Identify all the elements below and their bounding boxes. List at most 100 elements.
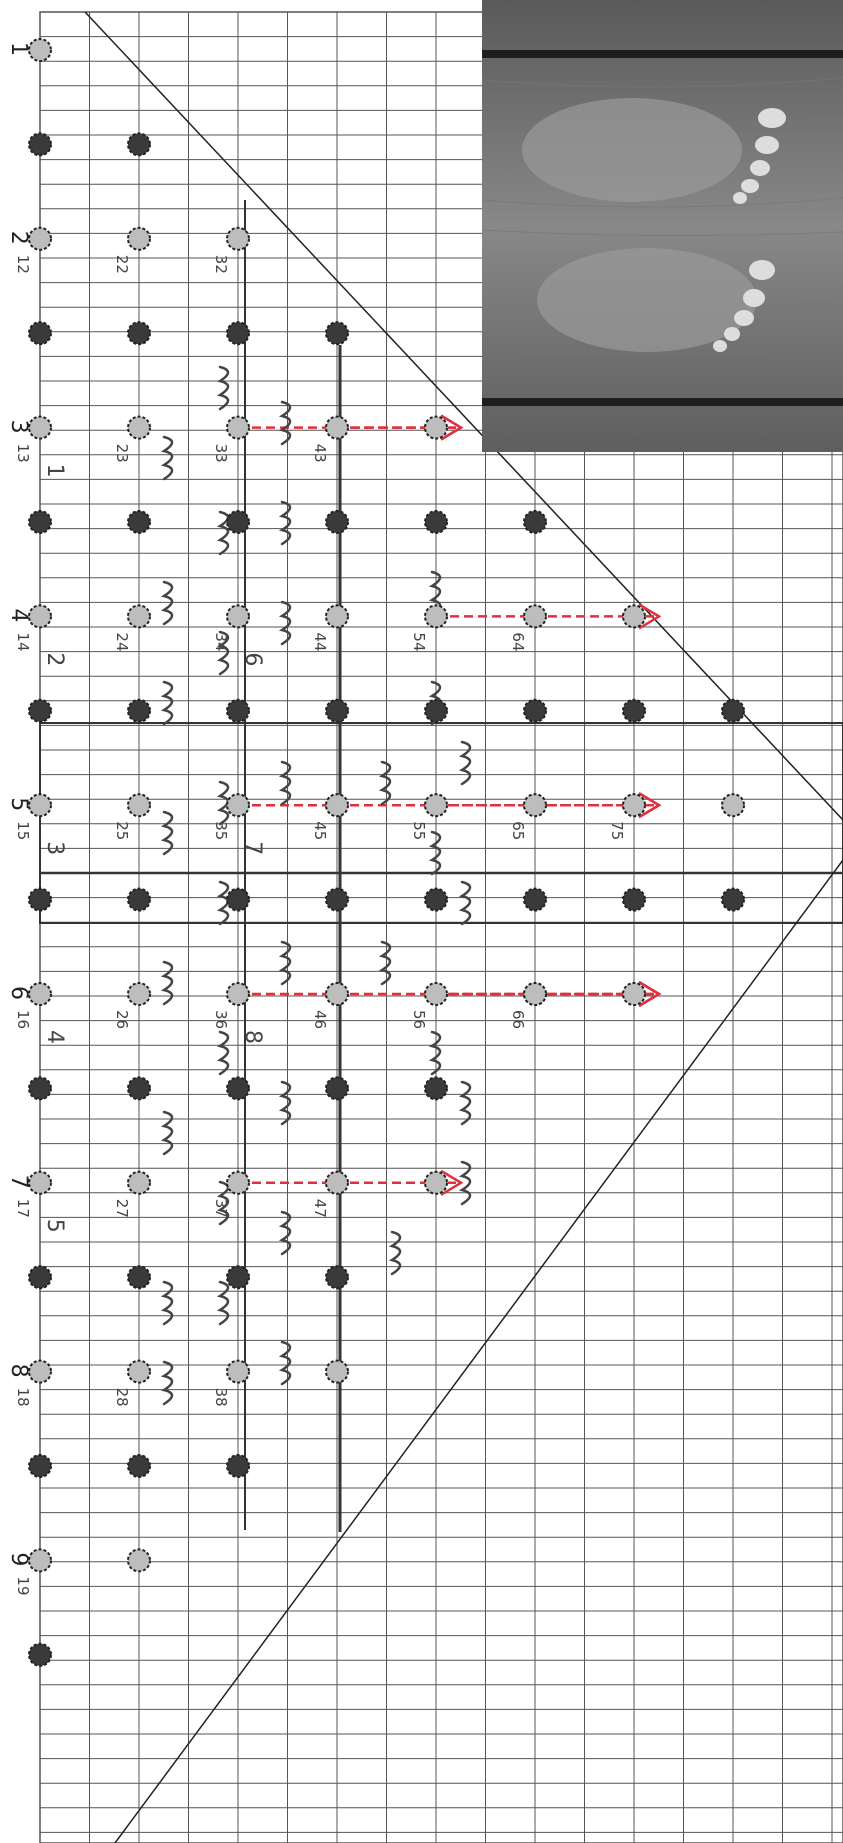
handwritten-label: 55 bbox=[410, 821, 428, 840]
grid-dot bbox=[326, 700, 348, 722]
grid-dot bbox=[128, 511, 150, 533]
grid-dot bbox=[29, 1172, 51, 1194]
pencil-squiggle bbox=[282, 1212, 290, 1254]
pencil-squiggle bbox=[220, 367, 228, 409]
grid-dot bbox=[227, 1361, 249, 1383]
grid-dot bbox=[29, 700, 51, 722]
grid-dot bbox=[128, 1077, 150, 1099]
grid-dot bbox=[227, 417, 249, 439]
handwritten-label: 35 bbox=[212, 821, 230, 840]
grid-dot bbox=[227, 889, 249, 911]
pencil-squiggle bbox=[164, 1362, 172, 1404]
grid-dot bbox=[227, 1455, 249, 1477]
handwritten-label: 17 bbox=[14, 1199, 32, 1218]
grid-dot bbox=[128, 1549, 150, 1571]
pencil-squiggle bbox=[282, 1082, 290, 1124]
pencil-squiggle bbox=[462, 742, 470, 784]
red-arrows bbox=[238, 416, 659, 1195]
grid-dot bbox=[425, 983, 447, 1005]
grid-dot bbox=[29, 1077, 51, 1099]
grid-dot bbox=[326, 983, 348, 1005]
grid-dot bbox=[29, 1644, 51, 1666]
grid-dot bbox=[425, 417, 447, 439]
grid-dot bbox=[524, 511, 546, 533]
grid-dot bbox=[326, 605, 348, 627]
handwritten-label: 16 bbox=[14, 1010, 32, 1029]
handwritten-label: 44 bbox=[311, 632, 329, 651]
grid-dot bbox=[29, 1455, 51, 1477]
grid-dot bbox=[29, 417, 51, 439]
grid-dot bbox=[326, 1361, 348, 1383]
handwritten-label: 15 bbox=[14, 821, 32, 840]
footprint-photo bbox=[482, 0, 843, 452]
handwritten-label: 18 bbox=[14, 1388, 32, 1407]
handwritten-digit: 3 bbox=[42, 841, 67, 855]
grid-dot bbox=[227, 511, 249, 533]
handwritten-digit: 7 bbox=[240, 841, 265, 855]
handwritten-label: 24 bbox=[113, 632, 131, 651]
grid-dot bbox=[29, 1266, 51, 1288]
pencil-squiggle bbox=[220, 1282, 228, 1324]
column-number: 6 bbox=[6, 986, 31, 1000]
grid-dot bbox=[227, 1077, 249, 1099]
grid-dot bbox=[326, 511, 348, 533]
grid-dot bbox=[722, 700, 744, 722]
grid-dot bbox=[326, 889, 348, 911]
pencil-squiggle bbox=[164, 437, 172, 479]
grid-dot bbox=[425, 511, 447, 533]
handwritten-label: 33 bbox=[212, 444, 230, 463]
column-number: 4 bbox=[6, 608, 31, 622]
grid-dot bbox=[524, 794, 546, 816]
grid-dot bbox=[29, 983, 51, 1005]
grid-dot bbox=[128, 700, 150, 722]
grid-dot bbox=[227, 1172, 249, 1194]
pencil-squiggle bbox=[282, 762, 290, 804]
handwritten-label: 12 bbox=[14, 255, 32, 274]
grid-dot bbox=[128, 1455, 150, 1477]
column-number: 9 bbox=[6, 1552, 31, 1566]
grid-dot bbox=[722, 794, 744, 816]
handwritten-label: 34 bbox=[212, 632, 230, 651]
grid-dot bbox=[227, 322, 249, 344]
grid-dot bbox=[128, 605, 150, 627]
handwritten-label: 28 bbox=[113, 1388, 131, 1407]
grid-dot bbox=[623, 889, 645, 911]
grid-dot bbox=[29, 1549, 51, 1571]
grid-dot bbox=[524, 889, 546, 911]
pencil-squiggle bbox=[282, 602, 290, 644]
grid-dot bbox=[623, 605, 645, 627]
pencil-squiggle bbox=[164, 682, 172, 724]
handwritten-label: 46 bbox=[311, 1010, 329, 1029]
column-number: 2 bbox=[6, 231, 31, 245]
grid-dot bbox=[326, 417, 348, 439]
handwritten-label: 64 bbox=[509, 632, 527, 651]
grid-dot bbox=[227, 983, 249, 1005]
column-number: 8 bbox=[6, 1364, 31, 1378]
grid-dot bbox=[722, 889, 744, 911]
pencil-squiggle bbox=[392, 1232, 400, 1274]
pencil-squiggle bbox=[462, 882, 470, 924]
grid-dot bbox=[128, 794, 150, 816]
handwritten-digit: 2 bbox=[42, 652, 67, 666]
handwritten-label: 66 bbox=[509, 1010, 527, 1029]
grid-dot bbox=[524, 605, 546, 627]
column-number: 5 bbox=[6, 797, 31, 811]
grid-dot bbox=[29, 322, 51, 344]
grid-dot bbox=[524, 700, 546, 722]
handwritten-digit: 5 bbox=[42, 1219, 67, 1233]
handwritten-label: 47 bbox=[311, 1199, 329, 1218]
handwritten-label: 26 bbox=[113, 1010, 131, 1029]
grid-dot bbox=[425, 1077, 447, 1099]
grid-dot bbox=[29, 1361, 51, 1383]
handwritten-label: 45 bbox=[311, 821, 329, 840]
column-number: 7 bbox=[6, 1175, 31, 1189]
grid-dot bbox=[425, 1172, 447, 1194]
grid-dot bbox=[128, 417, 150, 439]
pencil-squiggle bbox=[164, 812, 172, 854]
pencil-squiggle bbox=[282, 502, 290, 544]
pencil-squiggle bbox=[164, 582, 172, 624]
grid-dot bbox=[128, 983, 150, 1005]
footprint-image bbox=[482, 0, 843, 452]
grid-dot bbox=[227, 605, 249, 627]
pencil-squiggle bbox=[282, 402, 290, 444]
